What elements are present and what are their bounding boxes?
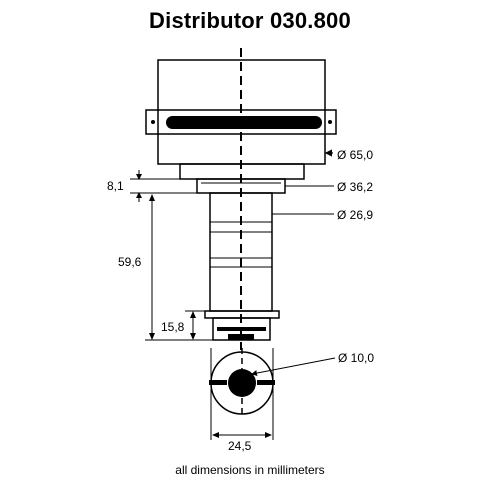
- dim-overall-length: 59,6: [118, 255, 142, 269]
- mounting-slot: [166, 116, 322, 129]
- mounting-bar: [145, 109, 337, 135]
- units-note: all dimensions in millimeters: [175, 463, 325, 477]
- drawing-title: Distributor 030.800: [149, 8, 351, 33]
- mounting-hole-right: [328, 120, 332, 124]
- dim-flange-diameter: Ø 36,2: [337, 180, 373, 194]
- dim-drive-diameter: Ø 10,0: [338, 351, 374, 365]
- dim-step-height: 8,1: [107, 179, 124, 193]
- dim-base-height: 15,8: [161, 320, 185, 334]
- dim-shaft-diameter: Ø 26,9: [337, 208, 373, 222]
- dim-base-width: 24,5: [228, 439, 252, 453]
- mounting-hole-left: [151, 120, 155, 124]
- dim-cap-diameter: Ø 65,0: [337, 148, 373, 162]
